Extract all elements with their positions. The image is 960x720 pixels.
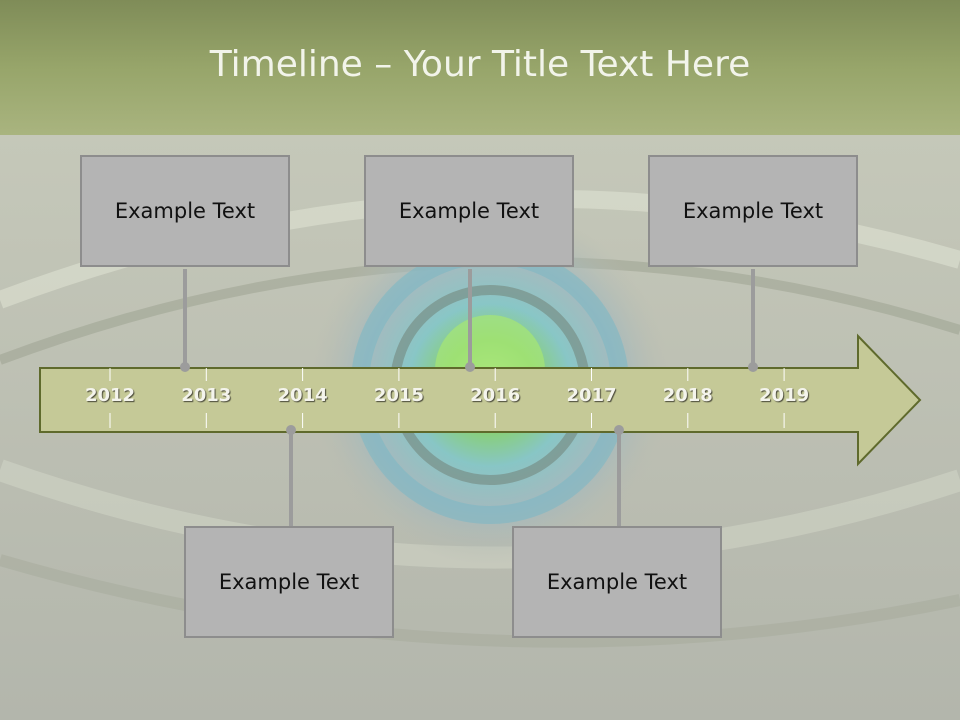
event-box-bottom-1: Example Text (184, 526, 394, 638)
year-label: 2014 (277, 385, 328, 406)
timeline-arrow (39, 333, 922, 467)
year-label: 2017 (566, 385, 617, 406)
event-connectors (180, 269, 758, 526)
year-label: 2015 (373, 385, 424, 406)
event-label: Example Text (218, 570, 360, 594)
event-box-top-1: Example Text (80, 155, 290, 267)
event-connector-dot (180, 362, 190, 372)
year-label: 2019 (759, 385, 810, 406)
year-label: 2018 (662, 385, 713, 406)
event-connector-dot (614, 425, 624, 435)
event-box-top-2: Example Text (364, 155, 574, 267)
title-band (0, 0, 960, 135)
event-box-top-3: Example Text (648, 155, 858, 267)
slide-title: Timeline – Your Title Text Here (209, 44, 751, 85)
event-connector-dot (748, 362, 758, 372)
event-label: Example Text (682, 199, 824, 223)
year-label: 2016 (470, 385, 521, 406)
event-box-bottom-2: Example Text (512, 526, 722, 638)
year-label: 2012 (84, 385, 136, 406)
event-connector-dot (465, 362, 475, 372)
event-label: Example Text (546, 570, 688, 594)
year-label: 2013 (181, 385, 232, 406)
event-label: Example Text (114, 199, 256, 223)
year-ticks (109, 368, 785, 428)
event-connector-dot (286, 425, 296, 435)
event-label: Example Text (398, 199, 540, 223)
